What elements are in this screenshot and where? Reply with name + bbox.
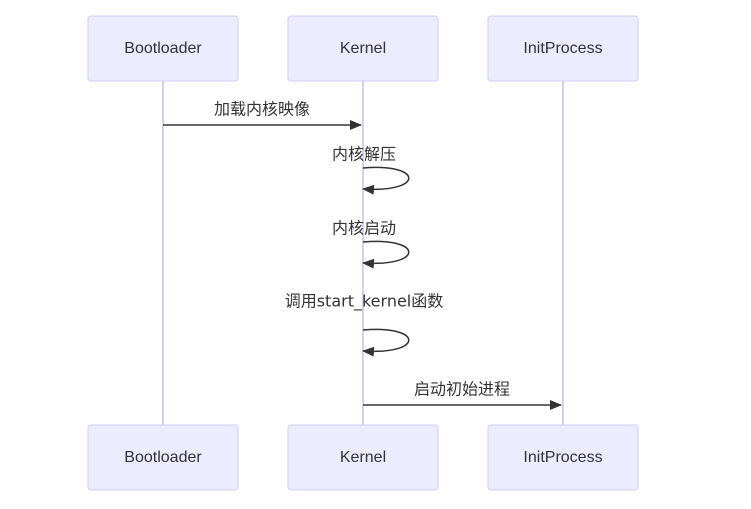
actor-bootloader-top: Bootloader	[87, 15, 239, 82]
message-label: 调用start_kernel函数	[285, 292, 444, 312]
actor-label: Bootloader	[124, 449, 202, 466]
message-label: 加载内核映像	[214, 100, 310, 119]
message-kernel-startup: 内核启动	[332, 219, 410, 269]
actor-label: InitProcess	[523, 40, 602, 57]
self-loop-arrow	[362, 166, 410, 195]
message-kernel-decompress: 内核解压	[332, 145, 410, 195]
actor-kernel-top: Kernel	[287, 15, 439, 82]
actor-kernel-bottom: Kernel	[287, 424, 439, 491]
message-call-start-kernel: 调用start_kernel函数	[285, 292, 444, 357]
actor-label: InitProcess	[523, 449, 602, 466]
message-label: 启动初始进程	[414, 380, 510, 399]
actor-initprocess-bottom: InitProcess	[487, 424, 639, 491]
message-label: 内核解压	[332, 145, 396, 164]
message-start-init-process: 启动初始进程	[363, 380, 562, 410]
actor-initprocess-top: InitProcess	[487, 15, 639, 82]
actor-label: Kernel	[340, 40, 386, 57]
message-label: 内核启动	[332, 219, 396, 238]
actor-bootloader-bottom: Bootloader	[87, 424, 239, 491]
self-loop-arrow	[362, 240, 410, 269]
actor-label: Bootloader	[124, 40, 202, 57]
self-loop-arrow	[362, 328, 410, 357]
actor-label: Kernel	[340, 449, 386, 466]
message-load-kernel-image: 加载内核映像	[163, 100, 362, 130]
